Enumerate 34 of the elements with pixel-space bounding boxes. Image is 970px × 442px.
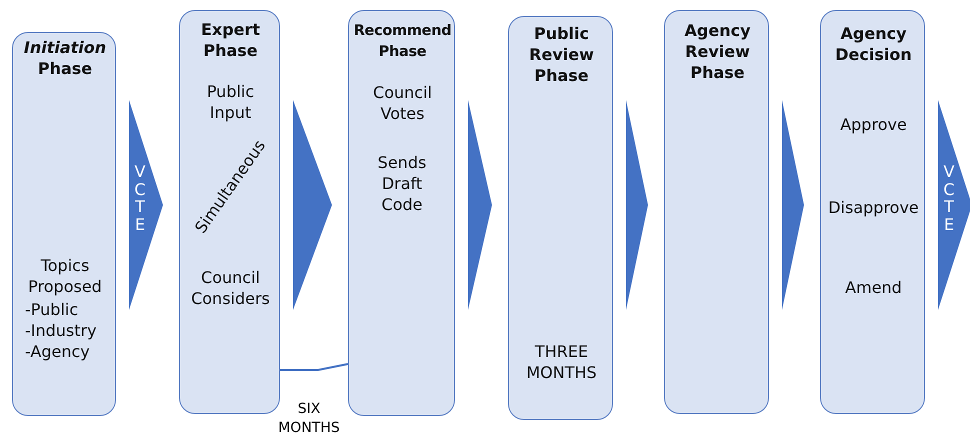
phase-text: THREE MONTHS <box>525 341 598 383</box>
list-item: -Industry <box>25 320 98 341</box>
phase-title: Expert Phase <box>200 19 262 61</box>
list-item: -Agency <box>25 341 91 362</box>
phase-box <box>179 10 280 414</box>
phase-box <box>664 10 769 414</box>
phase-text: Disapprove <box>827 197 920 218</box>
edge-label: VCTE <box>942 163 956 234</box>
chevron-arrow <box>293 100 332 310</box>
phase-title: Initiation Phase <box>22 37 108 79</box>
phase-box <box>12 32 116 416</box>
phase-box <box>508 16 613 420</box>
edge-label: SIX MONTHS <box>277 400 341 438</box>
phase-title: Agency Review Phase <box>684 20 752 83</box>
edge-label: VCTE <box>133 163 147 234</box>
phase-text: Amend <box>844 277 903 298</box>
chevron-arrow <box>626 100 648 310</box>
phase-title: Recommend Phase <box>352 22 452 62</box>
phase-text: Public Input <box>206 81 256 123</box>
phase-title: Agency Decision <box>834 23 913 65</box>
phase-text: Council Considers <box>190 267 271 309</box>
phase-text: Sends Draft Code <box>376 152 428 215</box>
phase-title: Public Review Phase <box>528 23 595 86</box>
chevron-arrow <box>782 100 804 310</box>
phase-text: Council Votes <box>372 82 433 124</box>
chevron-arrow <box>938 100 970 310</box>
phase-text: Approve <box>839 114 908 135</box>
chevron-arrow <box>129 100 163 310</box>
connector-line <box>280 363 348 371</box>
chevron-arrow <box>468 100 492 310</box>
phase-text: Topics Proposed <box>27 255 103 297</box>
phase-box <box>820 10 925 414</box>
phase-box <box>348 10 455 416</box>
list-item: -Public <box>25 299 80 320</box>
